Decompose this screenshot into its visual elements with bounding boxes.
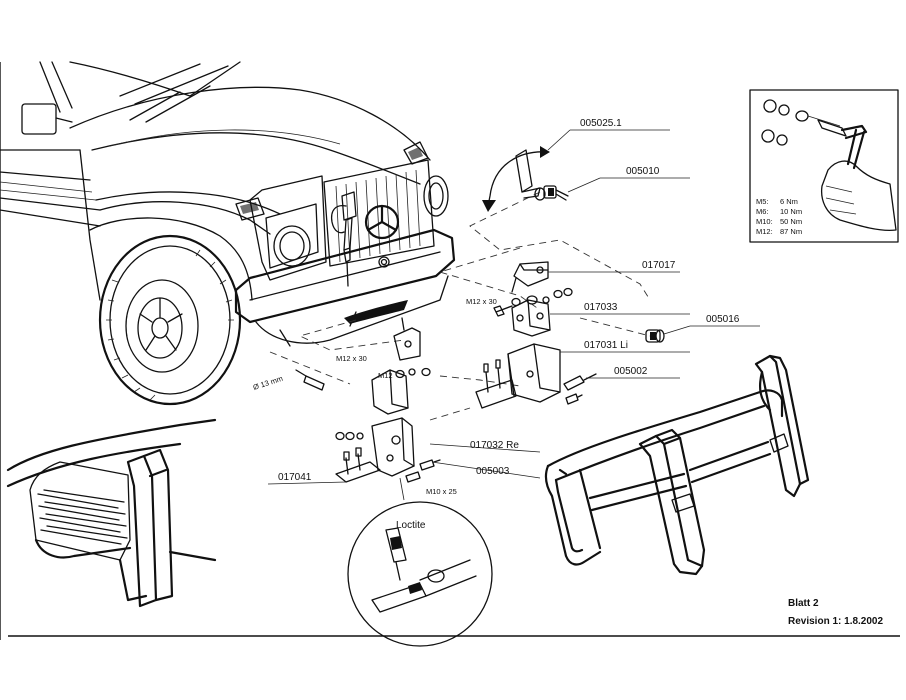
- part-005010: [534, 185, 569, 201]
- callout-005025-1: 005025.1: [580, 118, 622, 129]
- part-017033: [511, 299, 551, 337]
- callout-017017: 017017: [642, 260, 676, 271]
- torque-size: M10:: [756, 217, 773, 226]
- part-bracket-left: [393, 317, 421, 361]
- part-005025-1: [482, 146, 550, 212]
- drill-size-label: Ø 13 mm: [252, 374, 284, 392]
- part-017031-li: [475, 343, 561, 409]
- torque-table: M5: 6 Nm M6: 10 Nm M10: 50 Nm M12: 87 Nm: [756, 197, 802, 236]
- torque-size: M6:: [756, 207, 769, 216]
- part-005016: [645, 329, 665, 343]
- part-005002: [563, 373, 597, 405]
- grille-guard-detail: [6, 418, 217, 608]
- torque-size: M12:: [756, 227, 773, 236]
- torque-wrench-inset: [749, 89, 899, 243]
- part-017017: [511, 261, 549, 293]
- mounting-bracket-parts: [269, 146, 665, 483]
- vehicle-front-illustration: [0, 61, 456, 406]
- drill-bit-icon: [295, 369, 325, 391]
- loctite-label: Loctite: [396, 520, 426, 531]
- loctite-detail: [347, 477, 493, 647]
- bolt-label-m12: M12: [378, 371, 393, 380]
- torque-value: 6 Nm: [780, 197, 798, 206]
- callout-005010: 005010: [626, 166, 660, 177]
- part-017032-re: [335, 367, 431, 477]
- drill-icon: [330, 191, 357, 287]
- torque-value: 87 Nm: [780, 227, 802, 236]
- washer-set-upper: [493, 287, 573, 317]
- bolt-label-m12x30-right: M12 x 30: [466, 297, 497, 306]
- leader-lines: [267, 129, 760, 485]
- bolt-label-m10x25: M10 x 25: [426, 487, 457, 496]
- revision-note: Revision 1: 1.8.2002: [788, 616, 883, 627]
- part-017041: [335, 447, 381, 483]
- callout-017032-re: 017032 Re: [470, 440, 519, 451]
- callout-017041: 017041: [278, 472, 312, 483]
- callout-005002: 005002: [614, 366, 648, 377]
- bolt-label-m12x30-left: M12 x 30: [336, 354, 367, 363]
- sheet-number: Blatt 2: [788, 598, 819, 609]
- torque-value: 50 Nm: [780, 217, 802, 226]
- grille-guard-assembly: [544, 354, 810, 576]
- part-005003: [405, 459, 441, 483]
- callout-005016: 005016: [706, 314, 740, 325]
- callout-005003: 005003: [476, 466, 510, 477]
- callout-017033: 017033: [584, 302, 618, 313]
- torque-size: M5:: [756, 197, 769, 206]
- torque-value: 10 Nm: [780, 207, 802, 216]
- callout-017031-li: 017031 Li: [584, 340, 628, 351]
